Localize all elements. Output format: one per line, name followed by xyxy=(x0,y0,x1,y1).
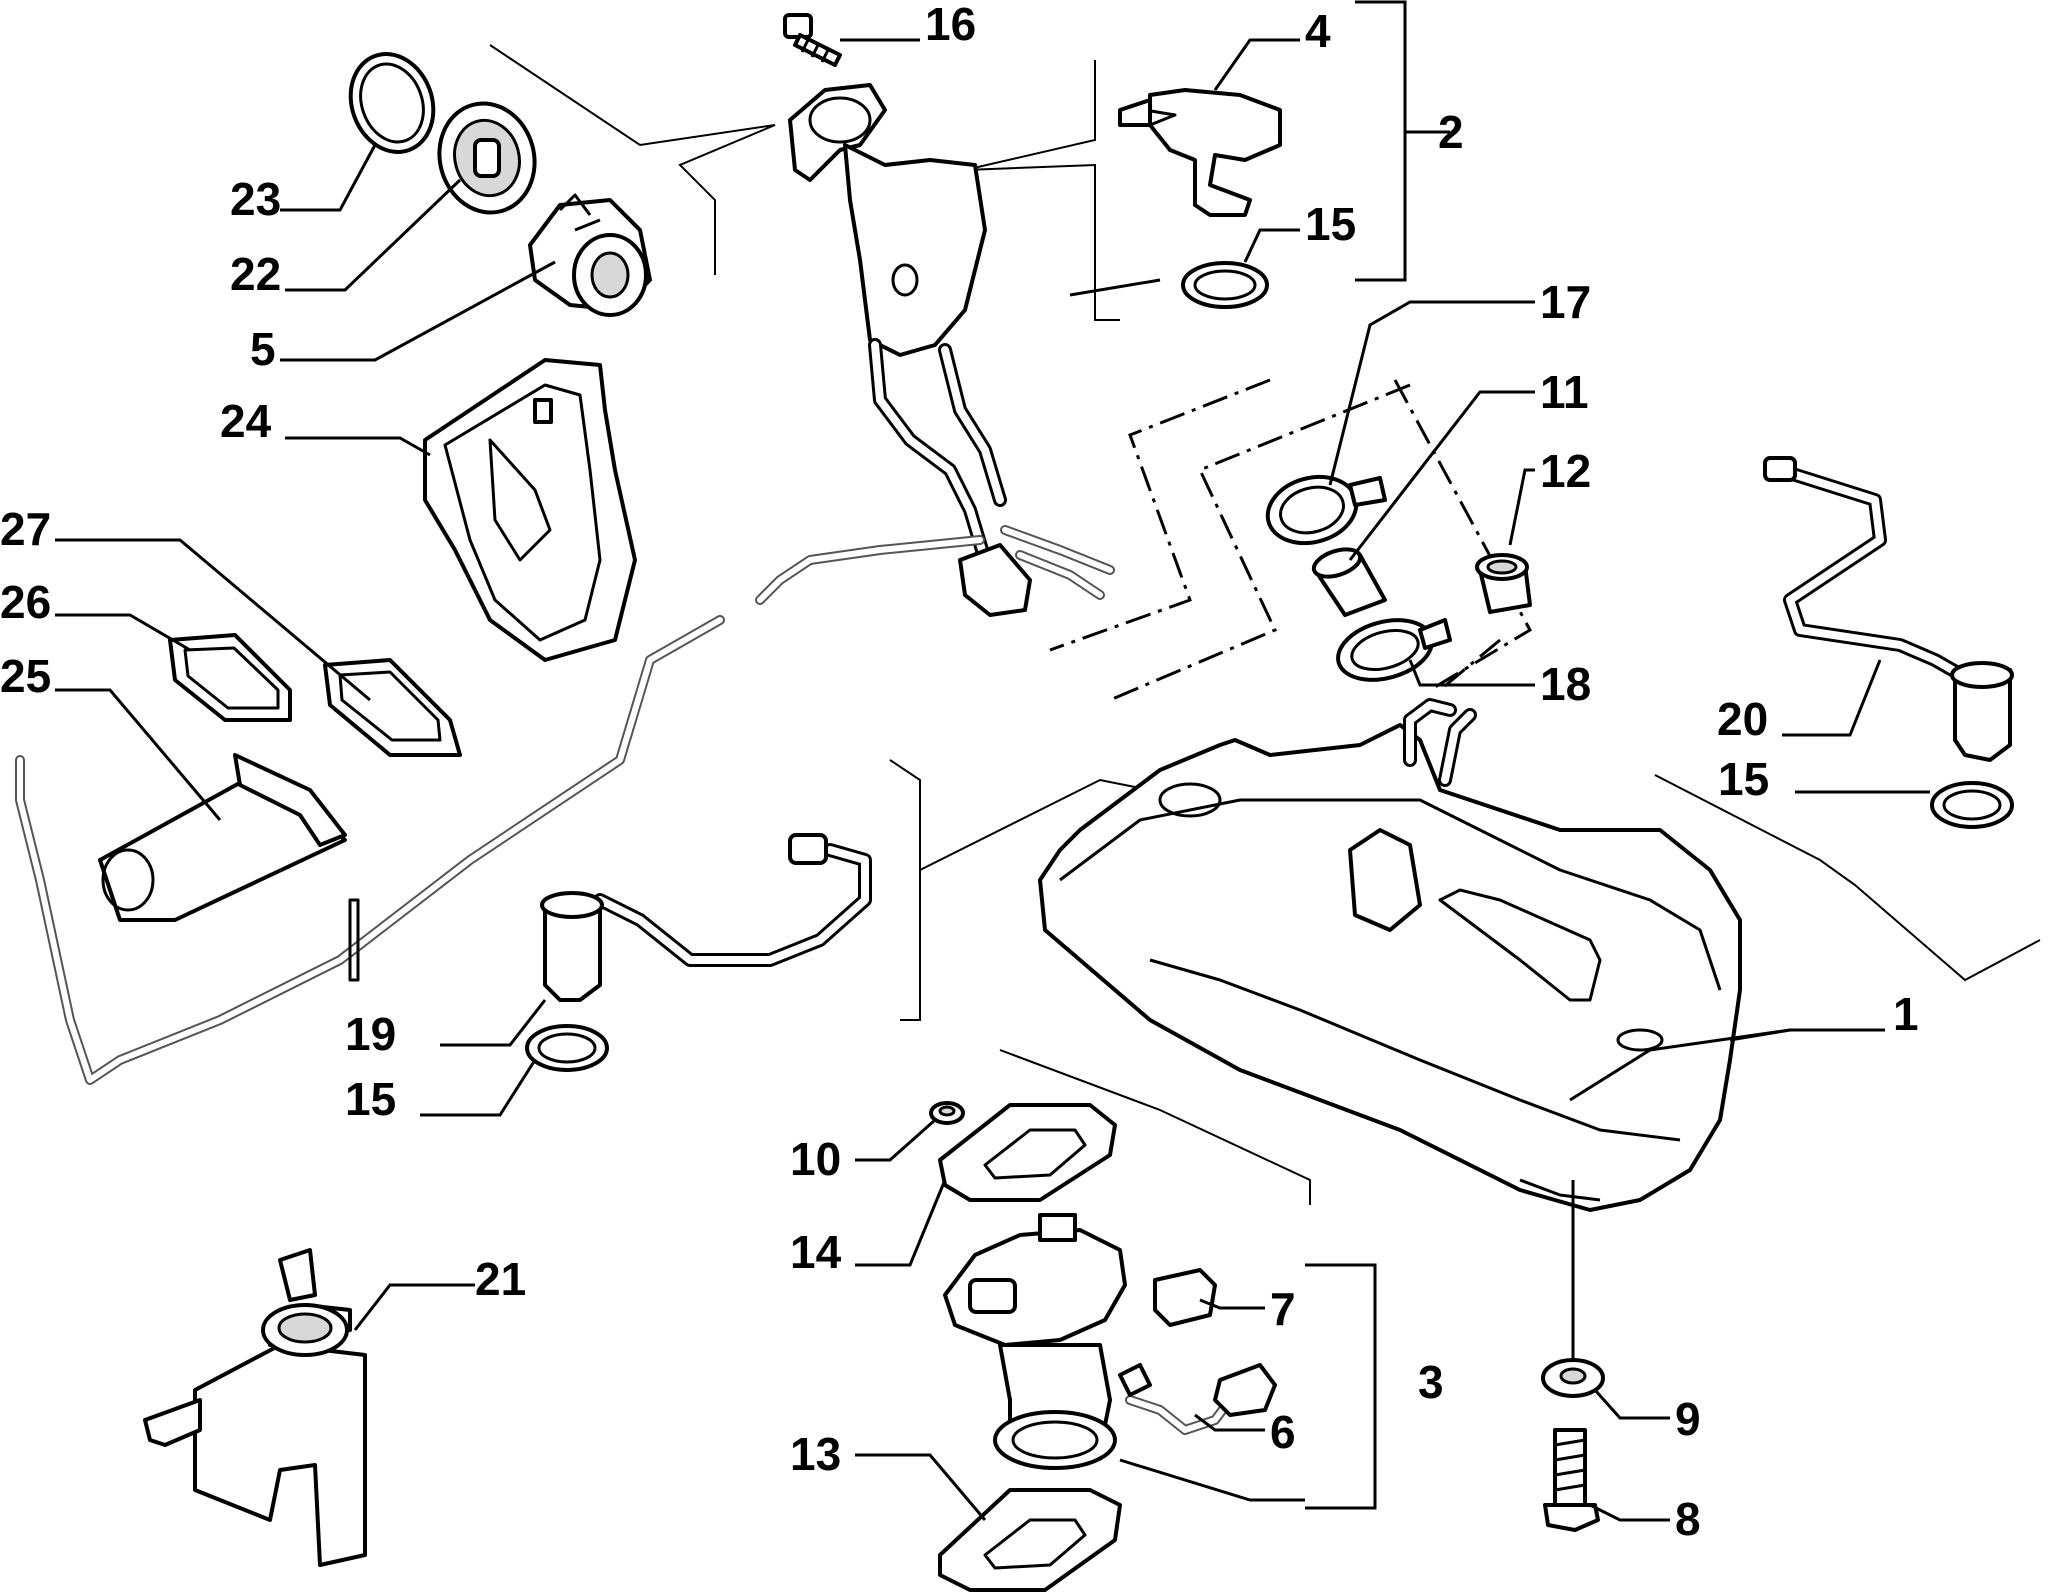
leader-lines xyxy=(55,38,1930,1522)
part-19-level-sender xyxy=(540,833,872,1002)
callout-20: 20 xyxy=(1717,693,1768,745)
callout-21: 21 xyxy=(475,1253,526,1305)
part-1-fuel-tank xyxy=(1038,698,1742,1212)
part-15-seal-ring-right xyxy=(1930,781,2014,829)
part-17-hose-clamp xyxy=(1265,474,1387,546)
callout-7: 7 xyxy=(1270,1283,1296,1335)
callout-9: 9 xyxy=(1675,1393,1701,1445)
part-25-sleeve xyxy=(98,753,347,922)
callout-16: 16 xyxy=(925,0,976,50)
callout-3: 3 xyxy=(1418,1356,1444,1408)
part-15-seal-ring-left xyxy=(525,1024,609,1072)
part-2-filler-neck xyxy=(755,83,1115,617)
callout-6: 6 xyxy=(1270,1406,1296,1458)
callout-19: 19 xyxy=(345,1008,396,1060)
part-8-bolt xyxy=(1543,1428,1600,1532)
part-23-cap-seal xyxy=(348,52,436,154)
callout-10: 10 xyxy=(790,1133,841,1185)
part-6-wiring-harness xyxy=(1118,1363,1277,1435)
callout-2: 2 xyxy=(1438,106,1464,158)
fuel-line-left xyxy=(15,615,725,1085)
callout-11: 11 xyxy=(1540,366,1589,418)
part-12-grommet xyxy=(1475,553,1532,614)
part-11-hose xyxy=(1311,547,1387,617)
part-14-gasket xyxy=(938,1103,1117,1202)
callout-4: 4 xyxy=(1305,5,1331,57)
part-26-pad xyxy=(168,633,292,722)
callout-5: 5 xyxy=(250,323,276,375)
part-22-filler-cap xyxy=(437,101,537,215)
callout-27: 27 xyxy=(0,503,51,555)
callout-17: 17 xyxy=(1540,276,1591,328)
section-lines xyxy=(489,44,2041,1205)
part-27-pad xyxy=(323,658,462,757)
callout-23: 23 xyxy=(230,173,281,225)
part-20-level-sender xyxy=(1763,456,2014,762)
callout-26: 26 xyxy=(0,576,51,628)
dashed-hose-assembly-lines xyxy=(1049,378,1533,702)
callout-15-right: 15 xyxy=(1718,753,1769,805)
part-4-vent-valve xyxy=(1118,88,1282,217)
callout-labels: 1 2 3 4 5 6 7 8 9 10 11 12 13 14 15 15 1… xyxy=(0,0,1919,1545)
part-21-bracket xyxy=(143,1248,367,1567)
assembly-brackets xyxy=(1305,0,1407,1510)
callout-24: 24 xyxy=(220,395,272,447)
callout-15-left: 15 xyxy=(345,1073,396,1125)
callout-22: 22 xyxy=(230,248,281,300)
part-10-nut xyxy=(929,1101,965,1125)
part-13-gasket xyxy=(938,1488,1122,1592)
part-3-fuel-pump-module xyxy=(943,1213,1127,1470)
part-7-connector xyxy=(1153,1268,1217,1327)
part-5-lock-cylinder xyxy=(528,193,652,317)
callout-25: 25 xyxy=(0,650,51,702)
callout-1: 1 xyxy=(1893,988,1919,1040)
callout-8: 8 xyxy=(1675,1493,1701,1545)
callout-15-upper: 15 xyxy=(1305,198,1356,250)
callout-14: 14 xyxy=(790,1226,842,1278)
part-24-filler-housing xyxy=(423,358,637,662)
part-18-hose-clamp xyxy=(1336,618,1452,682)
part-15-seal-ring-upper xyxy=(1181,261,1269,309)
callout-13: 13 xyxy=(790,1428,841,1480)
callout-18: 18 xyxy=(1540,658,1591,710)
part-16-bolt xyxy=(783,13,842,67)
callout-12: 12 xyxy=(1540,445,1591,497)
part-9-washer xyxy=(1541,1358,1605,1398)
